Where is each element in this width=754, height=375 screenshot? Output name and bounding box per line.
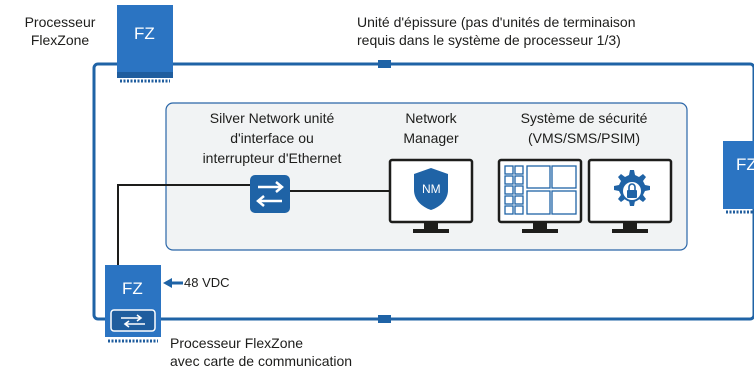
shield-icon: [414, 168, 448, 210]
vdc-label: 48 VDC: [184, 275, 230, 290]
fz-label-top: FZ: [134, 24, 155, 43]
processor-top-label: Processeur FlexZone: [24, 14, 96, 48]
vms-monitor: [497, 158, 583, 233]
fiber-loop: [92, 62, 754, 321]
flexzone-processor-bottom: FZ: [105, 265, 161, 343]
gear-lock-icon: [614, 170, 650, 206]
ethernet-switch-icon: [250, 175, 290, 213]
security-monitor: [587, 158, 673, 233]
fz-label-bottom: FZ: [122, 279, 143, 298]
splice-unit-label: Unité d'épissure (pas d'unités de termin…: [357, 14, 636, 48]
security-system-label: Système de sécurité (VMS/SMS/PSIM): [520, 110, 648, 146]
processor-bottom-label: Processeur FlexZone avec carte de commun…: [170, 335, 353, 369]
flexzone-processor-right: FZ: [723, 141, 754, 214]
power-arrow-icon: [163, 278, 183, 288]
network-manager-label: Network Manager: [403, 110, 459, 146]
fz-label-right: FZ: [736, 155, 754, 174]
silver-network-label: Silver Network unité d'interface ou inte…: [202, 110, 342, 166]
video-grid-icon: [504, 165, 577, 215]
ethernet-cable: [117, 184, 250, 268]
network-manager-monitor: NM: [388, 158, 474, 233]
splice-unit-top: [378, 60, 391, 68]
nm-label: NM: [422, 182, 441, 196]
splice-unit-bottom: [378, 315, 391, 323]
flexzone-processor-top: FZ: [117, 5, 173, 83]
